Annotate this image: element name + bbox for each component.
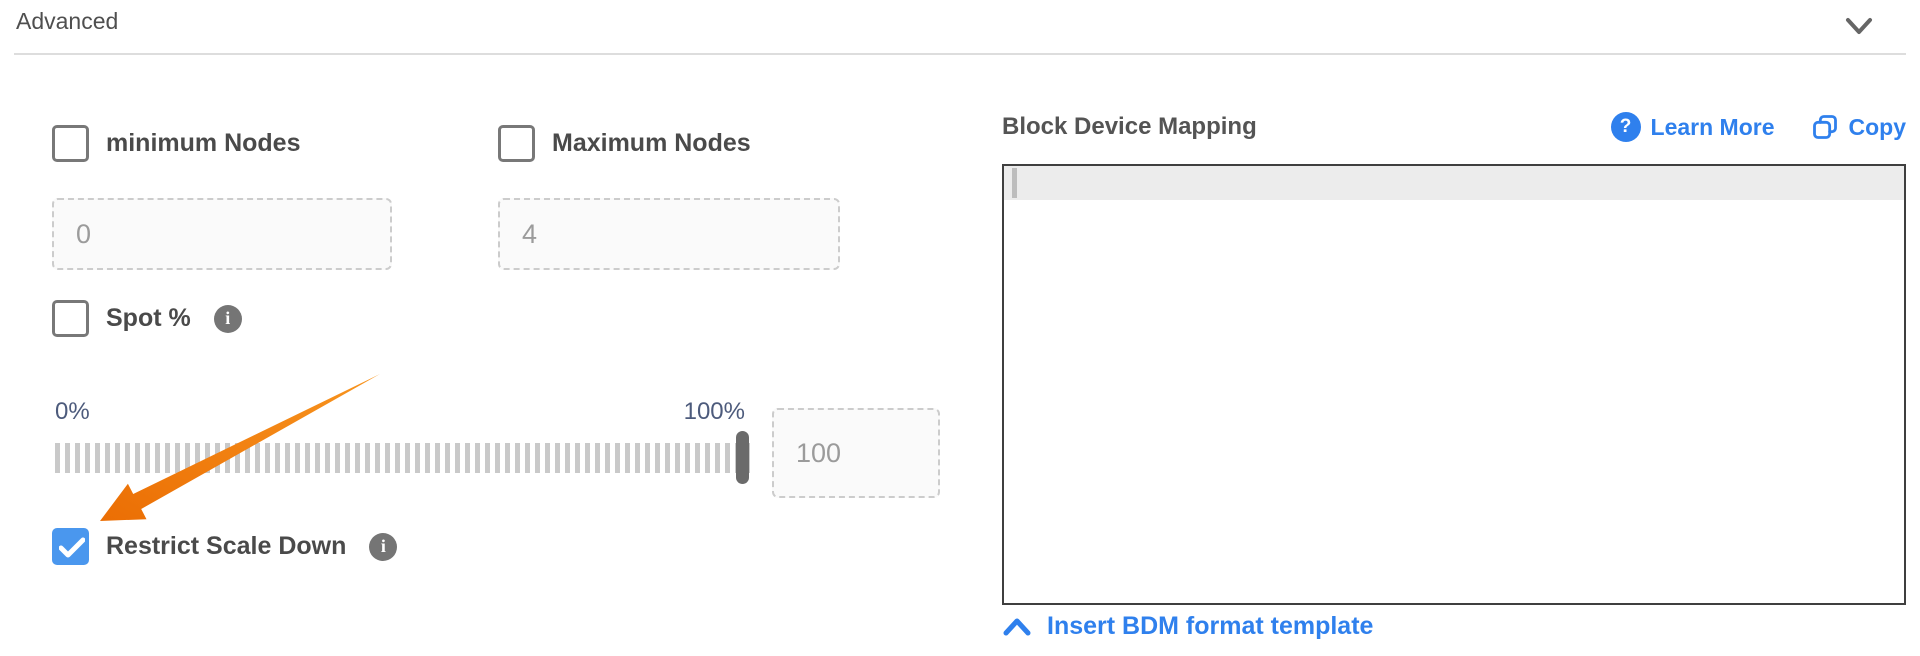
maximum-nodes-label: Maximum Nodes bbox=[552, 129, 751, 157]
minimum-nodes-row: minimum Nodes bbox=[52, 125, 300, 162]
copy-label: Copy bbox=[1848, 113, 1907, 140]
annotation-arrow-icon bbox=[100, 374, 380, 521]
section-title: Advanced bbox=[16, 8, 119, 34]
checkmark-icon bbox=[59, 537, 85, 558]
slider-max-label: 100% bbox=[683, 398, 745, 425]
spot-percent-input[interactable] bbox=[772, 408, 940, 498]
spot-row: Spot % i bbox=[52, 300, 242, 337]
info-icon[interactable]: i bbox=[213, 304, 242, 333]
maximum-nodes-input[interactable] bbox=[498, 198, 840, 270]
bdm-header: Block Device Mapping ? Learn More Copy bbox=[1002, 112, 1906, 142]
editor-active-line bbox=[1004, 166, 1904, 200]
restrict-scale-down-label: Restrict Scale Down bbox=[106, 532, 347, 560]
minimum-nodes-input[interactable] bbox=[52, 198, 392, 270]
question-icon: ? bbox=[1610, 112, 1641, 142]
minimum-nodes-label: minimum Nodes bbox=[106, 129, 301, 157]
slider-labels: 0% 100% bbox=[55, 398, 745, 426]
slider-min-label: 0% bbox=[55, 398, 90, 425]
learn-more-label: Learn More bbox=[1650, 113, 1775, 140]
maximum-nodes-row: Maximum Nodes bbox=[498, 125, 751, 162]
info-icon[interactable]: i bbox=[369, 532, 398, 561]
slider-handle[interactable] bbox=[736, 431, 749, 484]
copy-button[interactable]: Copy bbox=[1811, 113, 1907, 141]
insert-bdm-template-label: Insert BDM format template bbox=[1047, 612, 1374, 640]
spot-slider[interactable] bbox=[55, 431, 750, 484]
text-caret bbox=[1012, 168, 1017, 198]
bdm-title: Block Device Mapping bbox=[1002, 113, 1257, 140]
copy-icon bbox=[1812, 115, 1837, 139]
bdm-editor[interactable] bbox=[1002, 164, 1906, 605]
learn-more-link[interactable]: ? Learn More bbox=[1610, 112, 1775, 142]
section-divider bbox=[14, 53, 1906, 55]
restrict-scale-down-row: Restrict Scale Down i bbox=[52, 528, 398, 565]
restrict-scale-down-checkbox[interactable] bbox=[52, 528, 89, 565]
chevron-down-icon[interactable] bbox=[1840, 10, 1878, 42]
chevron-up-icon bbox=[1003, 618, 1031, 635]
slider-ticks bbox=[55, 443, 750, 473]
maximum-nodes-checkbox[interactable] bbox=[498, 125, 535, 162]
spot-label: Spot % bbox=[106, 304, 191, 332]
spot-checkbox[interactable] bbox=[52, 300, 89, 337]
insert-bdm-template-link[interactable]: Insert BDM format template bbox=[1002, 612, 1373, 641]
minimum-nodes-checkbox[interactable] bbox=[52, 125, 89, 162]
